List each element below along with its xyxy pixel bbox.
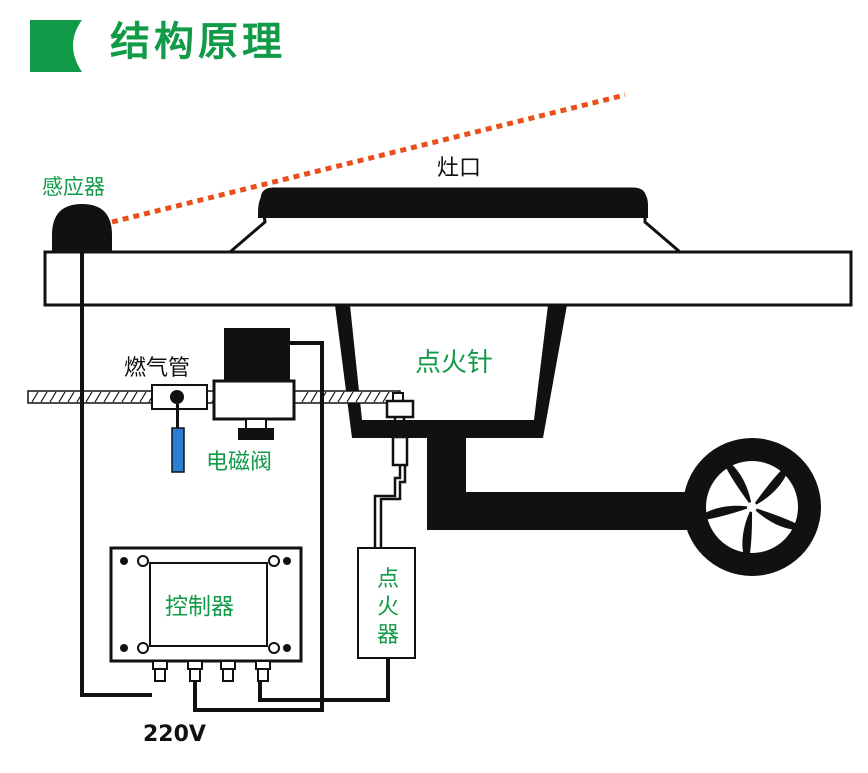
screw-icon [137,555,149,567]
burner-bowl [335,305,567,438]
igniter-lead [373,465,407,548]
sensor-label: 感应器 [42,175,105,199]
solenoid-valve-label: 电磁阀 [206,450,273,475]
igniter-label: 点火器 [377,567,400,649]
igniter-needle-label: 点火针 [415,348,494,378]
screw-icon [120,557,128,565]
sensor-icon [52,204,112,252]
page-title: 结构原理 [110,19,286,65]
screw-icon [268,555,280,567]
screw-icon [283,557,291,565]
screw-icon [120,644,128,652]
controller-label: 控制器 [165,594,234,620]
sensor-beam [111,92,626,225]
screw-icon [283,644,291,652]
screw-icon [268,642,280,654]
stove-top [43,250,853,307]
igniter-box [357,547,416,659]
sensor-wire [80,252,152,697]
igniter-needle [385,392,415,467]
title-marker-icon [30,20,82,72]
burner-label: 灶口 [437,156,482,181]
voltage-label: 220V [143,722,206,747]
igniter-wire [258,658,390,702]
fan-icon [683,438,821,576]
manual-valve [151,384,208,473]
burner-top [258,189,648,218]
screw-icon [137,642,149,654]
controller-box [109,546,303,682]
air-duct [427,436,700,530]
gas-pipe-label: 燃气管 [124,356,191,381]
valve-handle [171,427,185,473]
solenoid-valve [212,328,296,440]
